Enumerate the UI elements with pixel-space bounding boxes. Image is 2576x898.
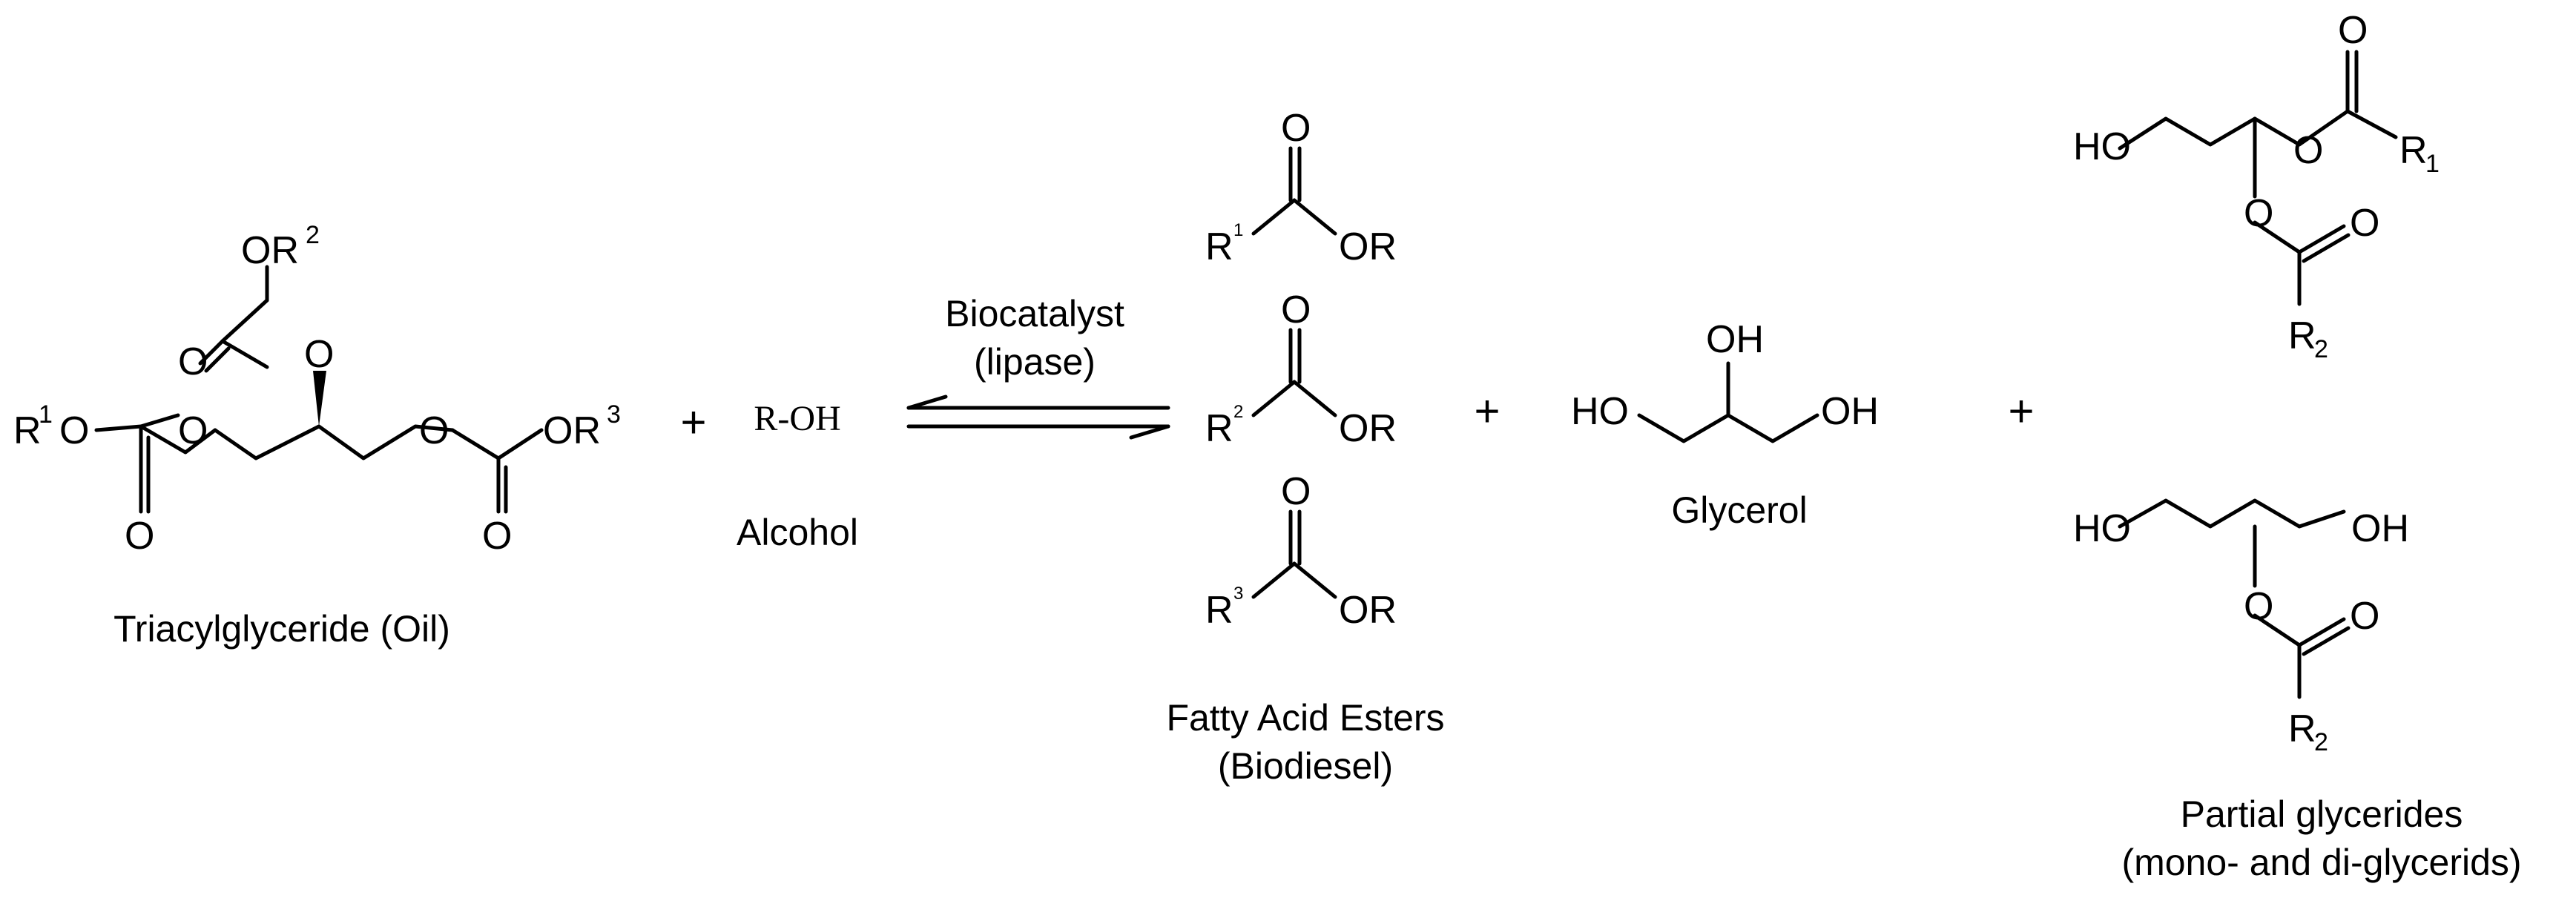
- triacylglyceride-structure: R 1 O O O O O OR 2 O O OR 3 Triacylglyce…: [13, 221, 621, 650]
- diglyceride-structure: HO O O R 1 O O R 2: [2073, 9, 2440, 363]
- tag-oxygen-right-carbonyl: O: [482, 515, 512, 558]
- fatty-acid-ester-1: O R 1 OR: [1205, 107, 1397, 268]
- tag-oxygen-left-ester: O: [59, 409, 89, 452]
- tag-mg-r2-subscript: 2: [2314, 728, 2328, 756]
- tag-ester3-or: OR: [1339, 589, 1397, 632]
- tag-oxygen-left-bridge: O: [178, 409, 208, 452]
- glycerol-label: Glycerol: [1671, 489, 1807, 531]
- biodiesel-label: (Biodiesel): [1218, 745, 1393, 787]
- tag-glycerol-oh-top: OH: [1706, 318, 1764, 361]
- tag-or3-group: OR: [543, 409, 601, 452]
- monoglyceride-structure: HO OH O O R 2: [2073, 498, 2409, 756]
- tag-glycerol-oh-right: OH: [1821, 390, 1879, 433]
- tag-ester1-carbonyl-oxygen: O: [1281, 107, 1311, 150]
- tag-mg-oh: OH: [2351, 507, 2409, 550]
- tag-oxygen-top-bridge: O: [304, 333, 334, 376]
- tag-dg-r1-subscript: 1: [2425, 150, 2440, 178]
- partial-glycerides-label: Partial glycerides: [2181, 793, 2463, 835]
- tag-oxygen-right-bridge: O: [419, 409, 449, 452]
- partial-glycerides-note: (mono- and di-glycerids): [2121, 842, 2521, 883]
- stereo-wedge-bond: [313, 371, 326, 426]
- alcohol-structure: R-OH Alcohol: [737, 399, 858, 553]
- tag-dg-ester-oxygen-mid: O: [2244, 192, 2273, 235]
- tag-ester2-r-superscript: 2: [1233, 402, 1243, 422]
- alcohol-formula: R-OH: [754, 399, 840, 438]
- tag-dg-ho: HO: [2073, 125, 2131, 168]
- tag-dg-ester-oxygen: O: [2293, 129, 2323, 172]
- tag-ester3-r: R: [1205, 589, 1233, 632]
- tag-dg-carbonyl-oxygen-top: O: [2338, 9, 2368, 52]
- tag-r1-group: R: [13, 409, 42, 452]
- fatty-acid-ester-2: O R 2 OR: [1205, 288, 1397, 450]
- fatty-acid-esters-label: Fatty Acid Esters: [1166, 697, 1444, 739]
- tag-ester2-carbonyl-oxygen: O: [1281, 288, 1311, 331]
- plus-sign-2: +: [1474, 386, 1500, 436]
- tag-mg-ho: HO: [2073, 507, 2131, 550]
- plus-sign-3: +: [2008, 386, 2034, 436]
- catalyst-label: Biocatalyst: [945, 293, 1124, 334]
- tag-ester3-r-superscript: 3: [1233, 584, 1243, 604]
- tag-r1-superscript: 1: [39, 400, 53, 429]
- plus-sign-1: +: [680, 397, 706, 447]
- tag-oxygen-top-carbonyl: O: [178, 340, 208, 383]
- fatty-acid-ester-3: O R 3 OR: [1205, 470, 1397, 632]
- tag-mg-ester-oxygen: O: [2244, 585, 2273, 628]
- tag-ester1-r: R: [1205, 225, 1233, 268]
- tag-r3-superscript: 3: [607, 400, 621, 429]
- equilibrium-arrow: Biocatalyst (lipase): [906, 293, 1170, 440]
- enzyme-label: (lipase): [974, 341, 1096, 383]
- tag-ester2-r: R: [1205, 407, 1233, 450]
- tag-ester3-carbonyl-oxygen: O: [1281, 470, 1311, 513]
- tag-ester1-r-superscript: 1: [1233, 220, 1243, 240]
- tag-dg-r2: R: [2288, 314, 2316, 357]
- tag-mg-carbonyl-oxygen: O: [2350, 595, 2379, 638]
- tag-or2-group: OR: [241, 229, 299, 272]
- alcohol-label: Alcohol: [737, 512, 858, 553]
- tag-ester2-or: OR: [1339, 407, 1397, 450]
- tag-dg-r2-subscript: 2: [2314, 335, 2328, 363]
- tag-dg-carbonyl-oxygen-mid: O: [2350, 202, 2379, 245]
- tag-mg-r2: R: [2288, 707, 2316, 750]
- glycerol-structure: HO OH OH Glycerol: [1571, 318, 1879, 531]
- triacylglyceride-label: Triacylglyceride (Oil): [113, 608, 450, 650]
- tag-r2-superscript: 2: [306, 221, 320, 249]
- tag-oxygen-left-carbonyl: O: [125, 515, 154, 558]
- tag-dg-r1: R: [2399, 129, 2428, 172]
- tag-glycerol-ho: HO: [1571, 390, 1629, 433]
- tag-ester1-or: OR: [1339, 225, 1397, 268]
